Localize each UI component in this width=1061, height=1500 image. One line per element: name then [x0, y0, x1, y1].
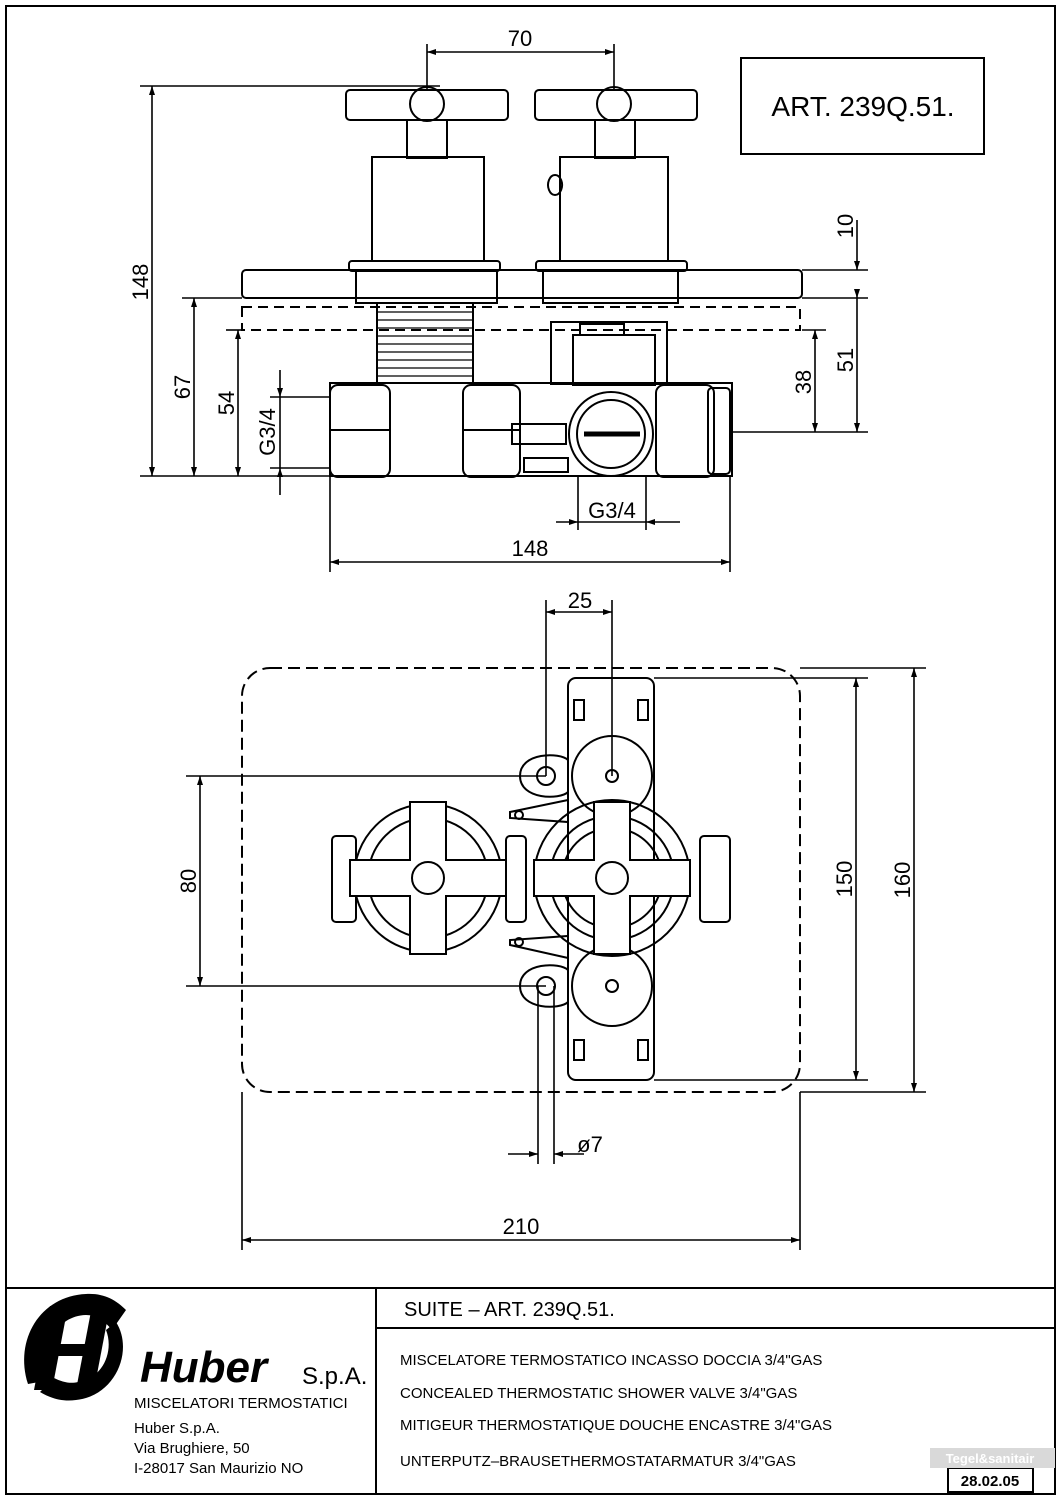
article-box: [740, 57, 985, 155]
article-number: ART. 239Q.51.: [771, 91, 954, 122]
watermark: Tegel&sanitair: [946, 1451, 1035, 1466]
dim-67: 67: [170, 375, 195, 399]
brand-suffix: S.p.A.: [302, 1363, 367, 1390]
right-handle-bar: [534, 89, 698, 121]
left-handle-bar: [345, 89, 509, 121]
dim-38: 38: [791, 370, 816, 394]
dim-70: 70: [508, 26, 532, 51]
right-knob-body: [559, 156, 669, 262]
huber-logo: [24, 1293, 127, 1401]
front-view: [241, 86, 803, 478]
title-block: [6, 1287, 1055, 1494]
outlet-port: [568, 391, 654, 477]
plate-outline-hidden: [241, 667, 801, 1093]
address-line-1: Huber S.p.A.: [134, 1420, 220, 1437]
dim-80: 80: [176, 869, 201, 893]
threaded-stem: [376, 302, 474, 384]
address-line-2: Via Brughiere, 50: [134, 1440, 250, 1457]
wall-plate: [241, 269, 803, 299]
dim-54: 54: [214, 391, 239, 415]
top-view: [241, 667, 801, 1093]
dim-210: 210: [503, 1214, 540, 1239]
dim-25: 25: [568, 588, 592, 613]
dim-g34-left: G3/4: [255, 408, 280, 456]
dim-g34-bottom: G3/4: [588, 498, 636, 523]
dim-160: 160: [890, 862, 915, 899]
description-italian: MISCELATORE TERMOSTATICO INCASSO DOCCIA …: [400, 1352, 822, 1369]
left-handle-hub: [409, 86, 445, 122]
watermark-box: [930, 1448, 1055, 1468]
top-view-dimensions: [186, 600, 926, 1250]
suite-title: SUITE – ART. 239Q.51.: [404, 1299, 615, 1321]
dim-150: 150: [832, 861, 857, 898]
dim-148-vertical: 148: [128, 264, 153, 301]
sheet-border: [5, 5, 1056, 1495]
description-french: MITIGEUR THERMOSTATIQUE DOUCHE ENCASTRE …: [400, 1417, 832, 1434]
brand-tagline: MISCELATORI TERMOSTATICI: [134, 1395, 348, 1412]
description-german: UNTERPUTZ–BRAUSETHERMOSTATARMATUR 3/4"GA…: [400, 1453, 796, 1470]
left-knob-body: [371, 156, 485, 262]
front-view-dimensions: [140, 44, 868, 572]
dim-diameter-7: ø7: [577, 1132, 603, 1157]
dim-10: 10: [833, 214, 858, 238]
brand-name: Huber: [140, 1343, 270, 1392]
right-handle-hub: [596, 86, 632, 122]
drawing-date: 28.02.05: [961, 1473, 1019, 1490]
address-line-3: I-28017 San Maurizio NO: [134, 1460, 303, 1477]
description-english: CONCEALED THERMOSTATIC SHOWER VALVE 3/4"…: [400, 1385, 797, 1402]
dim-148-horizontal: 148: [512, 536, 549, 561]
dim-51: 51: [833, 348, 858, 372]
